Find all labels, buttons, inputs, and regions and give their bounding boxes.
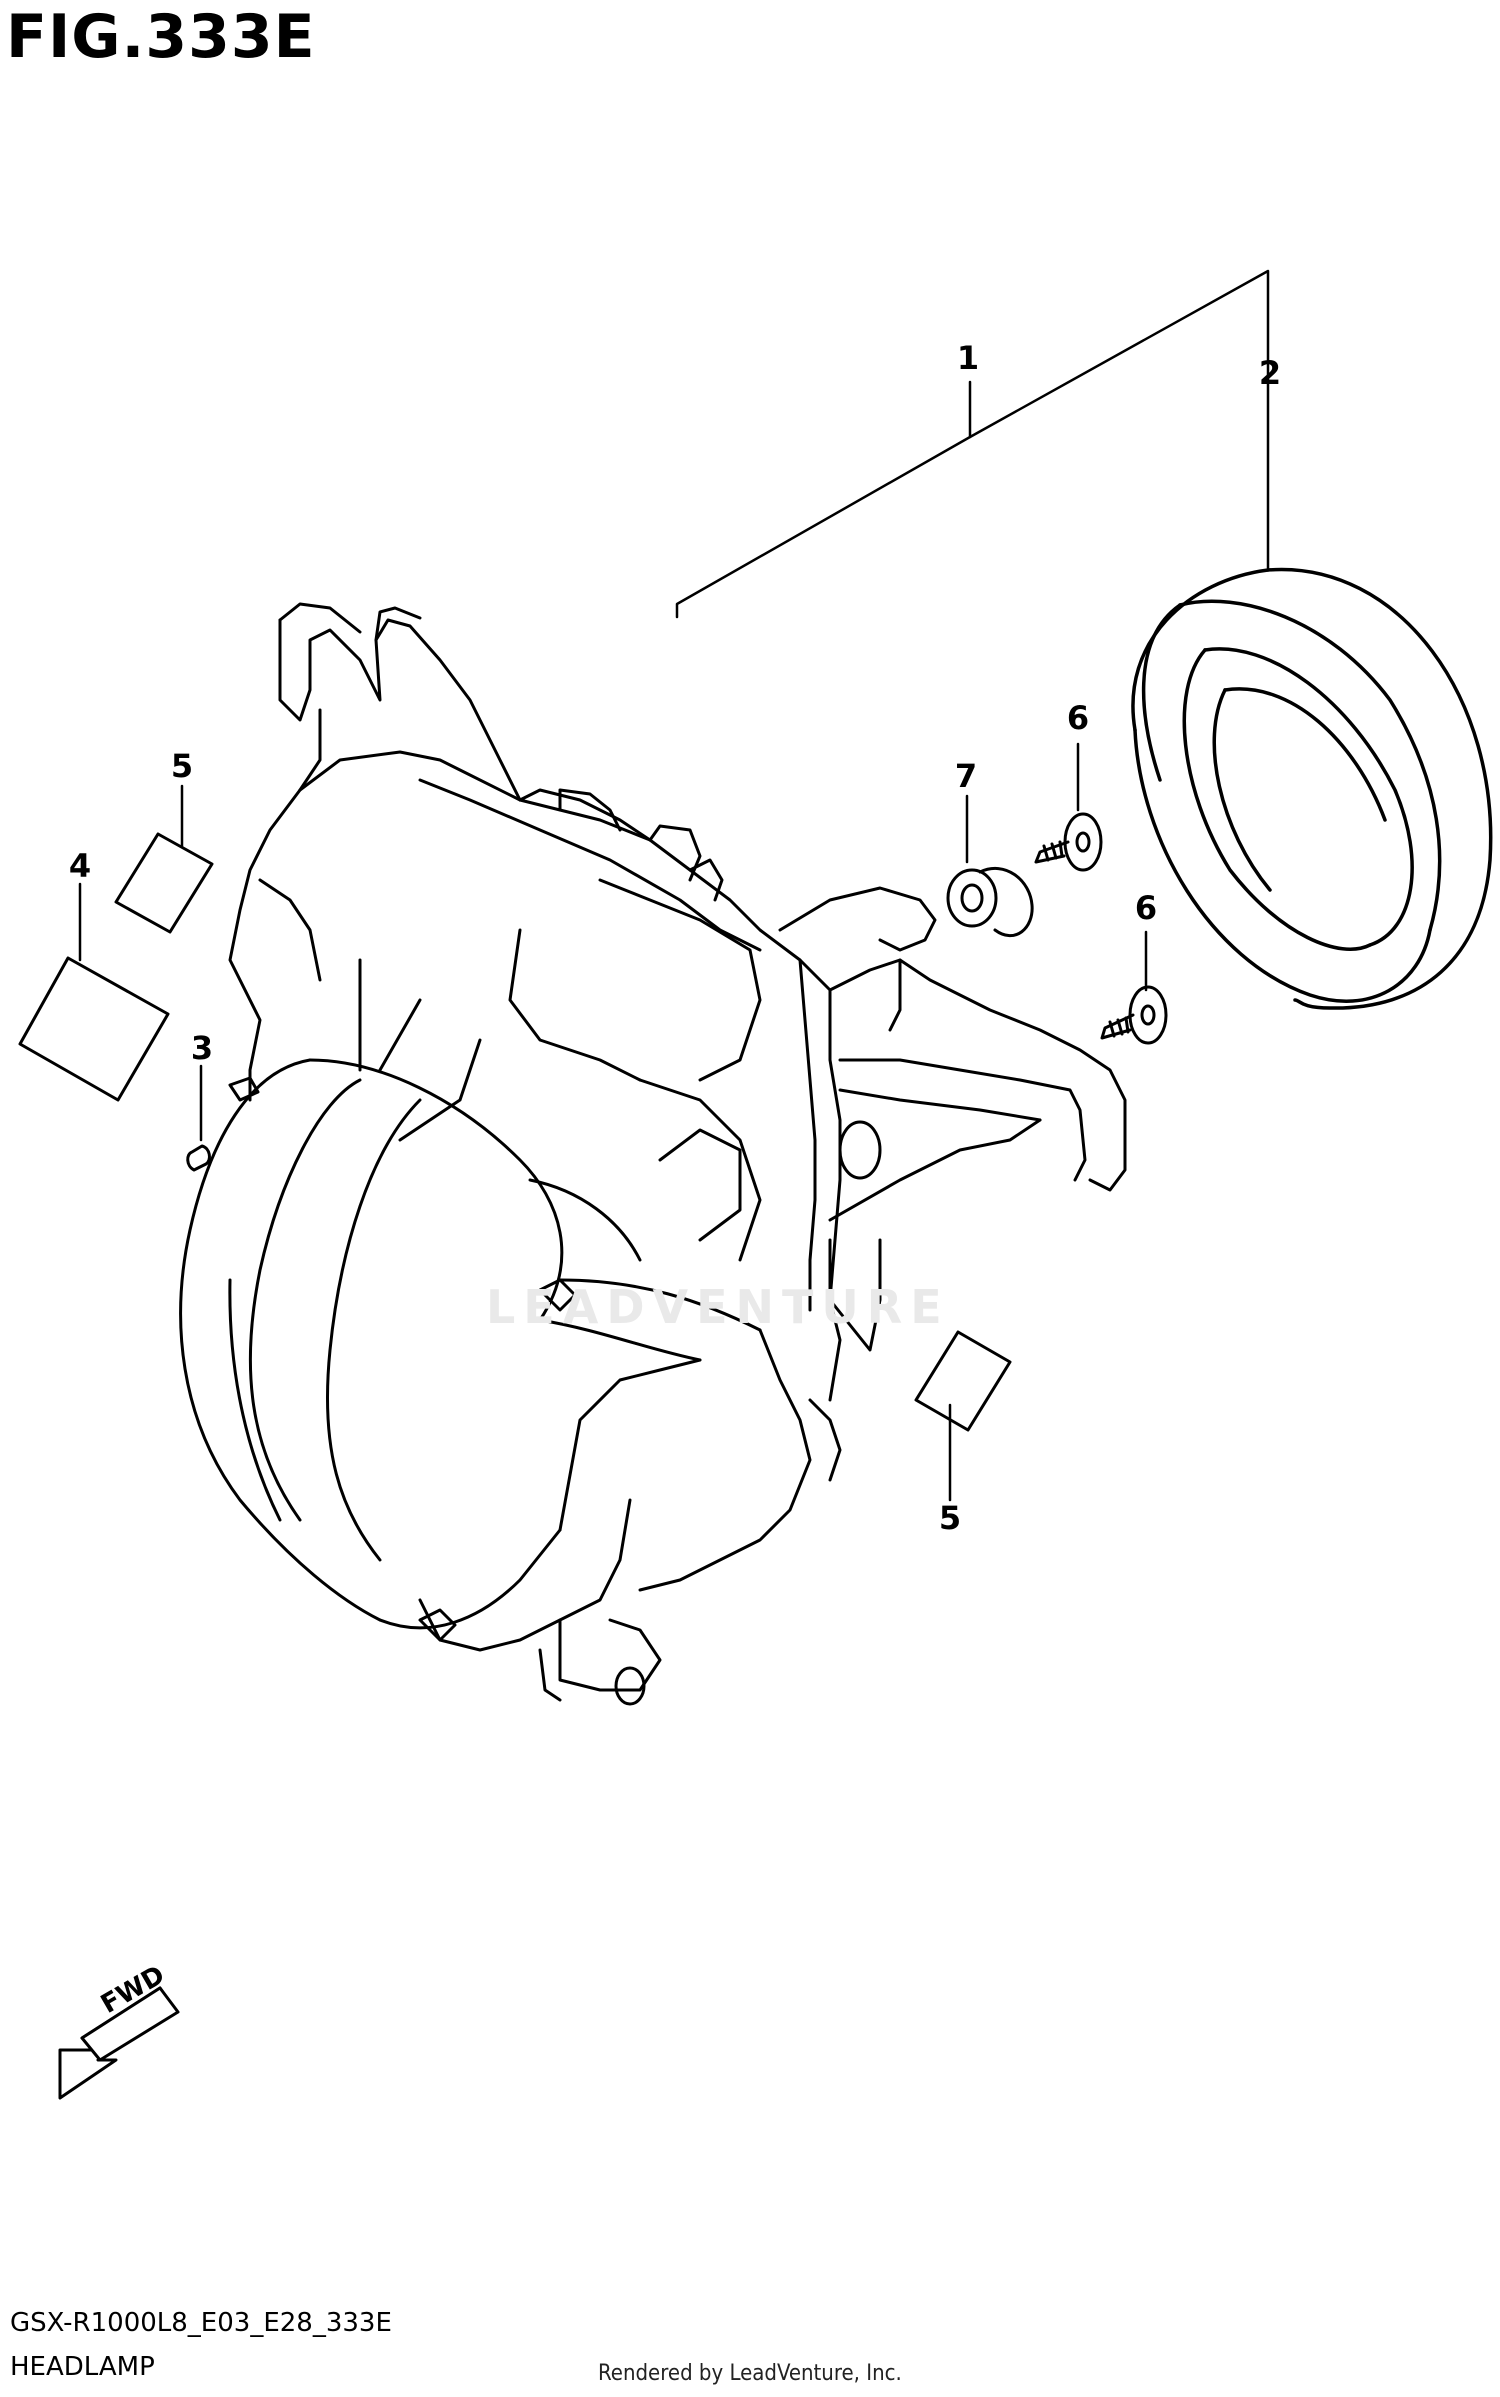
callout-3: 3 — [190, 1029, 214, 1067]
screw-lower-part — [1100, 985, 1168, 1045]
callout-2: 2 — [1258, 354, 1282, 392]
callout-6-lower: 6 — [1134, 889, 1158, 927]
label-parts — [18, 832, 1012, 1432]
callout-1: 1 — [956, 339, 980, 377]
diagram-code: GSX-R1000L8_E03_E28_333E — [10, 2308, 392, 2338]
callout-5-upper: 5 — [170, 747, 194, 785]
callout-6-upper: 6 — [1066, 699, 1090, 737]
lens-ring-part — [1131, 567, 1493, 1010]
grommet-part — [946, 866, 1034, 938]
forward-arrow-icon — [58, 1986, 180, 2100]
callout-7: 7 — [954, 757, 978, 795]
bulb-part — [186, 1144, 211, 1172]
render-credit: Rendered by LeadVenture, Inc. — [598, 2361, 902, 2386]
screw-upper-part — [1034, 812, 1103, 872]
headlamp-assembly-part — [179, 602, 1127, 1706]
section-name: HEADLAMP — [10, 2352, 155, 2382]
figure-title: FIG.333E — [6, 2, 316, 72]
watermark-text: LEADVENTURE — [486, 1280, 950, 1334]
callout-5-lower: 5 — [938, 1499, 962, 1537]
callout-4: 4 — [68, 847, 92, 885]
